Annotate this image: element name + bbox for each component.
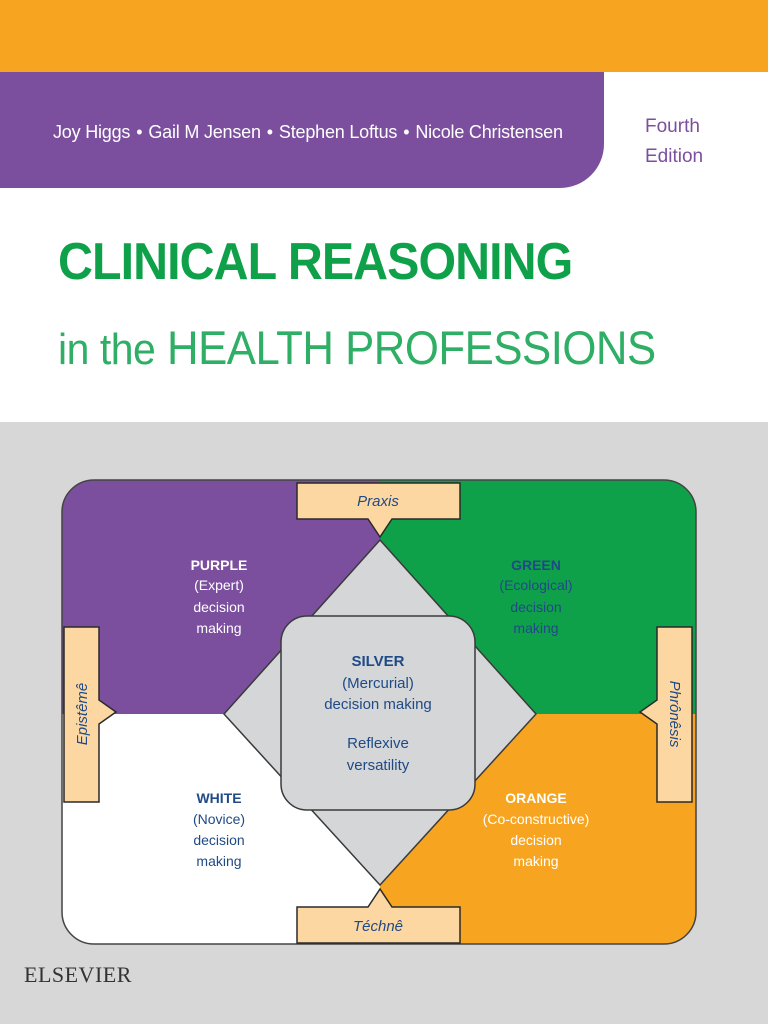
orange-subtitle: (Co-constructive) — [483, 811, 590, 827]
silver-line-decision-making: decision making — [324, 696, 432, 713]
white-label-group: WHITE (Novice) decision making — [193, 790, 245, 869]
green-line-decision: decision — [510, 599, 561, 615]
silver-subtitle: (Mercurial) — [342, 675, 414, 692]
silver-label-group: SILVER (Mercurial) decision making Refle… — [324, 653, 432, 774]
purple-line-decision: decision — [193, 599, 244, 615]
praxis-label: Praxis — [357, 493, 399, 510]
orange-title: ORANGE — [505, 790, 566, 806]
orange-label-group: ORANGE (Co-constructive) decision making — [483, 790, 590, 869]
author-name: Stephen Loftus — [278, 122, 398, 142]
author-list: Joy Higgs•Gail M Jensen•Stephen Loftus•N… — [53, 122, 563, 143]
title-main: HEALTH PROFESSIONS — [166, 321, 656, 374]
author-separator: • — [266, 122, 273, 142]
episteme-label: Epistêmê — [74, 683, 91, 746]
edition-line-2: Edition — [645, 146, 704, 167]
silver-box — [280, 615, 476, 811]
author-band — [0, 72, 604, 188]
white-line-making: making — [196, 853, 241, 869]
green-line-making: making — [513, 620, 558, 636]
edition-line-1: Fourth — [645, 116, 700, 137]
green-label-group: GREEN (Ecological) decision making — [499, 557, 572, 636]
top-orange-band — [0, 0, 768, 72]
title-prefix: in the — [58, 325, 156, 374]
phronesis-label: Phrônêsis — [666, 681, 683, 748]
techne-label: Téchnê — [353, 918, 403, 935]
praxis-arrow: Praxis — [296, 482, 461, 539]
orange-line-decision: decision — [510, 832, 561, 848]
orange-line-making: making — [513, 853, 558, 869]
episteme-arrow: Epistêmê — [63, 626, 118, 803]
book-title-line-2: in the HEALTH PROFESSIONS — [58, 320, 656, 375]
white-subtitle: (Novice) — [193, 811, 245, 827]
green-subtitle: (Ecological) — [499, 577, 572, 593]
purple-label-group: PURPLE (Expert) decision making — [191, 557, 248, 636]
purple-line-making: making — [196, 620, 241, 636]
silver-line-versatility: versatility — [347, 757, 410, 774]
phronesis-arrow: Phrônêsis — [638, 626, 693, 803]
green-title: GREEN — [511, 557, 561, 573]
edition-label: Fourth Edition — [645, 112, 703, 172]
silver-title: SILVER — [351, 653, 404, 670]
purple-title: PURPLE — [191, 557, 248, 573]
author-name: Nicole Christensen — [415, 122, 563, 142]
author-name: Joy Higgs — [53, 122, 131, 142]
author-separator: • — [403, 122, 410, 142]
techne-arrow: Téchnê — [296, 887, 461, 944]
white-title: WHITE — [196, 790, 241, 806]
author-separator: • — [136, 122, 143, 142]
purple-subtitle: (Expert) — [194, 577, 244, 593]
silver-line-reflexive: Reflexive — [347, 735, 409, 752]
diagram-frame — [61, 479, 697, 945]
book-title-line-1: CLINICAL REASONING — [58, 233, 573, 291]
publisher-logo-text: ELSEVIER — [24, 962, 132, 987]
white-line-decision: decision — [193, 832, 244, 848]
author-name: Gail M Jensen — [148, 122, 261, 142]
